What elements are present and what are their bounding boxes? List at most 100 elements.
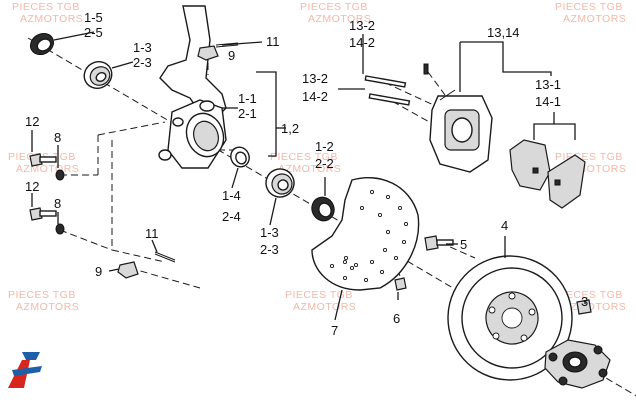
bolt-5-part [424,235,454,251]
watermark-line2: AZMOTORS [308,13,371,25]
bearing-bore [95,72,107,82]
callout-9-top: 9 [228,48,235,63]
bracket-13-1 [533,123,576,140]
pad-clip [554,179,561,186]
brake-caliper-part [429,89,493,173]
callout-2-4: 2-4 [222,209,241,224]
wheel-hub-part [544,299,611,389]
callout-8-a: 8 [54,130,61,145]
watermark-line2: AZMOTORS [20,13,83,25]
cotter-pin-bottom [154,251,176,261]
spacer-inner [235,151,247,165]
shield-hole [382,247,388,253]
callout-labels: 1-5 2-5 1-3 2-3 11 9 1-1 2-1 1,2 12 8 12… [25,10,588,338]
callout-12-a: 12 [25,114,39,129]
axis-branch [427,71,446,96]
callout-2-1: 2-1 [238,106,257,121]
bearing-mid-part [265,168,295,198]
callout-4: 4 [501,218,508,233]
logo-blue-mark [12,366,42,376]
bolt-6-head [394,277,407,291]
shield-hole [342,259,348,265]
castle-nut-bottom [117,261,139,279]
disc-bolt-hole [488,306,496,314]
knuckle-mount-hole [199,100,215,112]
oil-seal-inner [318,202,332,218]
logo-blue-mark [22,352,40,360]
disc-center-hole [501,307,523,329]
shield-hole [343,255,349,261]
callout-11-top: 11 [266,34,280,49]
bearing-bore [277,179,289,191]
shield-hole [369,189,375,195]
callout-12-b: 12 [25,179,39,194]
leader-lines [31,31,586,321]
shield-hole [385,229,391,235]
watermark-line2: AZMOTORS [16,163,79,175]
shield-hole [385,194,391,200]
caliper-pin-bottom [368,93,411,106]
caliper-bracket [439,89,456,101]
shield-hole [353,262,359,268]
brake-pad-inner [509,139,551,191]
bracket-13-14 [460,41,552,76]
shield-hole [349,265,355,271]
watermark-line1: PIECES TGB [270,151,338,163]
axis-branch [97,121,166,136]
shield-hole [401,239,407,245]
callout-14-2-mid: 14-2 [302,89,328,104]
callout-6: 6 [393,311,400,326]
pad-clip [532,167,539,174]
shield-hole [393,255,399,261]
bracket-1-2 [256,71,277,157]
bolt-6-part [394,277,407,291]
axis-branch [111,249,166,263]
bolt-12-head [29,207,43,221]
watermark-line2: AZMOTORS [563,13,626,25]
watermark-line1: PIECES TGB [555,1,623,13]
leader-1-3-top [111,61,134,69]
brake-pad-outer [547,154,586,209]
leader-11-bot [151,239,158,253]
callout-2-5: 2-5 [84,25,103,40]
washer-8 [55,169,65,181]
hub-stud [548,352,558,362]
bearing-top-part [83,61,113,89]
main-axis-line [27,37,636,397]
cotter-pin-top [215,44,239,48]
callout-9-bot: 9 [95,264,102,279]
watermark-line1: PIECES TGB [555,289,623,301]
callout-3: 3 [581,294,588,309]
brake-disc-part [447,255,573,381]
leader-1-5 [53,31,95,41]
watermark-line1: PIECES TGB [300,1,368,13]
callout-1-3-mid: 1-3 [260,225,279,240]
callout-2-2: 2-2 [315,156,334,171]
knuckle-mount-hole [158,149,172,161]
brake-pads-part [509,139,586,209]
hub-bore [568,356,582,368]
leader-1-3-mid [269,197,277,226]
axis-branch [59,229,113,251]
callout-5: 5 [460,237,467,252]
knuckle-hub-inner [193,120,219,152]
shield-hole [379,269,385,275]
callout-2-3-top: 2-3 [133,55,152,70]
bolt-12-head [29,153,43,167]
disc-bolt-hole [528,308,536,316]
nut-bottom-part [117,251,176,279]
callout-8-b: 8 [54,196,61,211]
watermark-line2: AZMOTORS [278,163,341,175]
bolt-12-shank [39,156,57,163]
steering-knuckle-part [158,5,227,169]
hub-stud [598,368,608,378]
disc-bolt-hole [520,334,528,342]
bolt-washer-lower [29,207,65,235]
caliper-bleeder [423,63,429,75]
castle-nut-top [197,45,219,61]
callout-7: 7 [331,323,338,338]
leader-7 [334,289,343,321]
caliper-bolts-part [364,63,429,106]
caliper-piston [451,117,473,143]
callout-14-1: 14-1 [535,94,561,109]
